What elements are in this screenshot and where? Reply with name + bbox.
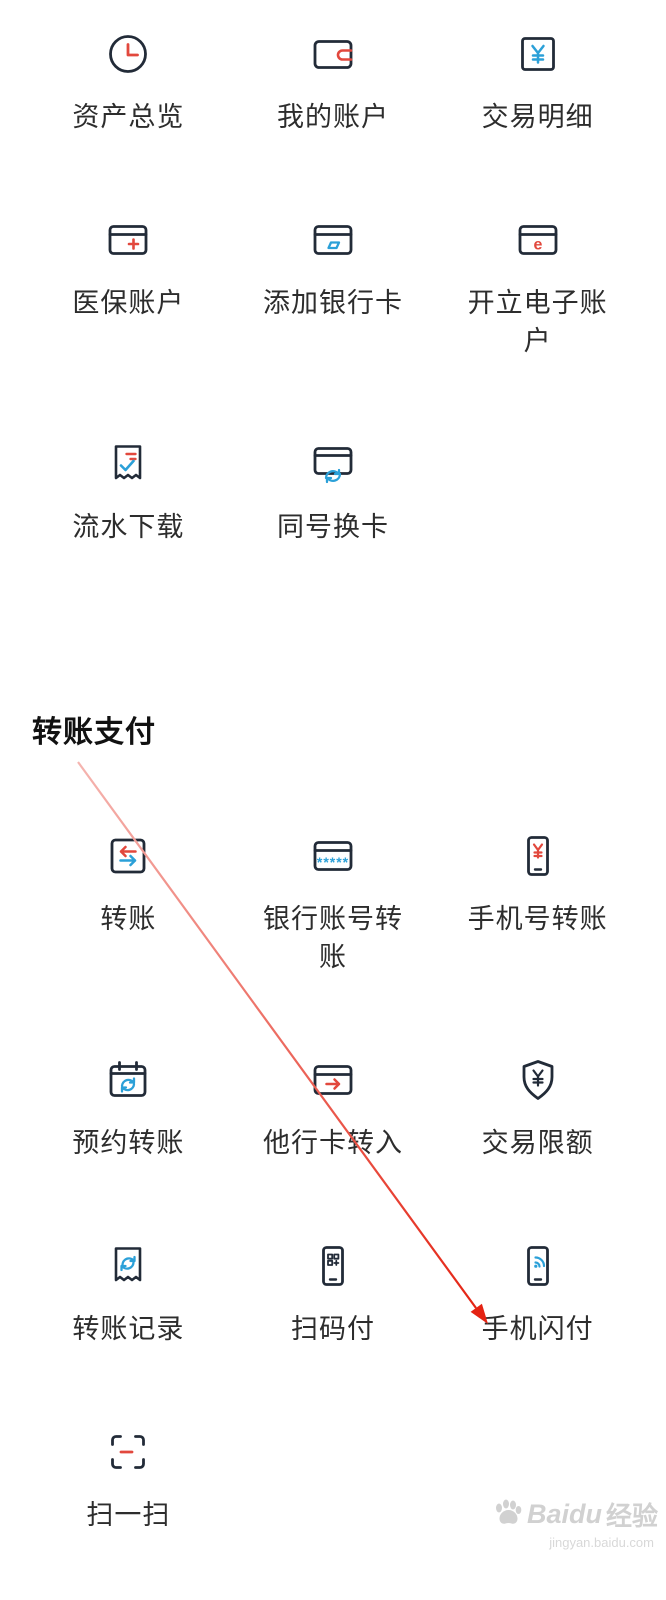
svg-text:e: e <box>533 237 542 254</box>
yuan-doc-icon <box>514 30 562 78</box>
shield-yuan-icon <box>514 1056 562 1104</box>
clock-icon <box>104 30 152 78</box>
receipt-refresh-icon <box>104 1242 152 1290</box>
menu-item-label: 转账 <box>100 904 157 934</box>
menu-item-clock[interactable]: 资产总览 <box>72 30 184 136</box>
menu-grid-0: 资产总览 我的账户 交易明细医保账户 添加银行卡 e 开立电子账户流水下载 同号换卡 <box>26 30 640 546</box>
menu-item-label: 手机闪付 <box>481 1314 594 1344</box>
menu-item-label: 我的账户 <box>276 102 389 132</box>
menu-item-label: 开立电子账户 <box>467 288 608 356</box>
transfer-arrows-icon <box>104 832 152 880</box>
menu-item-card-stars[interactable]: ***** 银行账号转账 <box>260 832 406 976</box>
quick-menu: 资产总览 我的账户 交易明细医保账户 添加银行卡 e 开立电子账户流水下载 同号换卡转账支付… <box>26 30 640 1534</box>
svg-text:*****: ***** <box>317 854 349 870</box>
card-e-icon: e <box>514 216 562 264</box>
menu-item-label: 交易明细 <box>481 102 594 132</box>
menu-item-phone-flash[interactable]: 手机闪付 <box>482 1242 594 1348</box>
card-add-icon <box>309 216 357 264</box>
menu-item-label: 扫一扫 <box>86 1500 171 1530</box>
menu-item-card-add[interactable]: 添加银行卡 <box>263 216 403 360</box>
phone-qr-icon <box>309 1242 357 1290</box>
card-refresh-icon <box>309 440 357 488</box>
menu-item-calendar-refresh[interactable]: 预约转账 <box>72 1056 184 1162</box>
watermark-brand: Baidu <box>526 1499 602 1529</box>
menu-item-label: 他行卡转入 <box>262 1128 403 1158</box>
card-plus-icon <box>104 216 152 264</box>
baidu-paw-icon <box>493 1498 523 1531</box>
menu-item-label: 转账记录 <box>72 1314 185 1344</box>
phone-flash-icon <box>514 1242 562 1290</box>
wallet-icon <box>309 30 357 78</box>
section-title: 转账支付 <box>32 716 156 749</box>
menu-item-receipt-refresh[interactable]: 转账记录 <box>72 1242 184 1348</box>
menu-item-label: 添加银行卡 <box>262 288 403 318</box>
receipt-check-icon <box>104 440 152 488</box>
menu-item-card-plus[interactable]: 医保账户 <box>72 216 184 360</box>
menu-item-label: 交易限额 <box>481 1128 594 1158</box>
menu-item-label: 银行账号转账 <box>262 904 403 972</box>
menu-item-card-e[interactable]: e 开立电子账户 <box>465 216 611 360</box>
calendar-refresh-icon <box>104 1056 152 1104</box>
menu-item-label: 手机号转账 <box>467 904 608 934</box>
menu-item-label: 医保账户 <box>72 288 185 318</box>
menu-item-label: 同号换卡 <box>276 512 389 542</box>
watermark-url: jingyan.baidu.com <box>549 1535 654 1550</box>
baidu-jingyan-watermark: Baidu 经验 jingyan.baidu.com <box>493 1496 658 1550</box>
scan-icon <box>104 1428 152 1476</box>
menu-item-wallet[interactable]: 我的账户 <box>277 30 389 136</box>
phone-yuan-icon <box>514 832 562 880</box>
menu-item-label: 扫码付 <box>290 1314 375 1344</box>
watermark-suffix: 经验 <box>605 1501 658 1531</box>
menu-item-scan[interactable]: 扫一扫 <box>86 1428 170 1534</box>
menu-item-label: 流水下载 <box>72 512 185 542</box>
card-arrow-icon <box>309 1056 357 1104</box>
menu-item-label: 资产总览 <box>72 102 185 132</box>
card-stars-icon: ***** <box>309 832 357 880</box>
menu-item-label: 预约转账 <box>72 1128 185 1158</box>
menu-item-receipt-check[interactable]: 流水下载 <box>72 440 184 546</box>
menu-item-card-refresh[interactable]: 同号换卡 <box>277 440 389 546</box>
menu-grid-1: 转账 ***** 银行账号转账 手机号转账预约转账 他行卡转入 交易限额转账记录 扫码付 手机… <box>26 832 640 1534</box>
menu-item-yuan-doc[interactable]: 交易明细 <box>482 30 594 136</box>
menu-item-transfer-arrows[interactable]: 转账 <box>100 832 156 976</box>
menu-item-card-arrow[interactable]: 他行卡转入 <box>263 1056 403 1162</box>
menu-item-phone-yuan[interactable]: 手机号转账 <box>468 832 608 976</box>
menu-item-shield-yuan[interactable]: 交易限额 <box>482 1056 594 1162</box>
watermark-logo-row: Baidu 经验 <box>493 1496 658 1533</box>
menu-item-phone-qr[interactable]: 扫码付 <box>291 1242 375 1348</box>
